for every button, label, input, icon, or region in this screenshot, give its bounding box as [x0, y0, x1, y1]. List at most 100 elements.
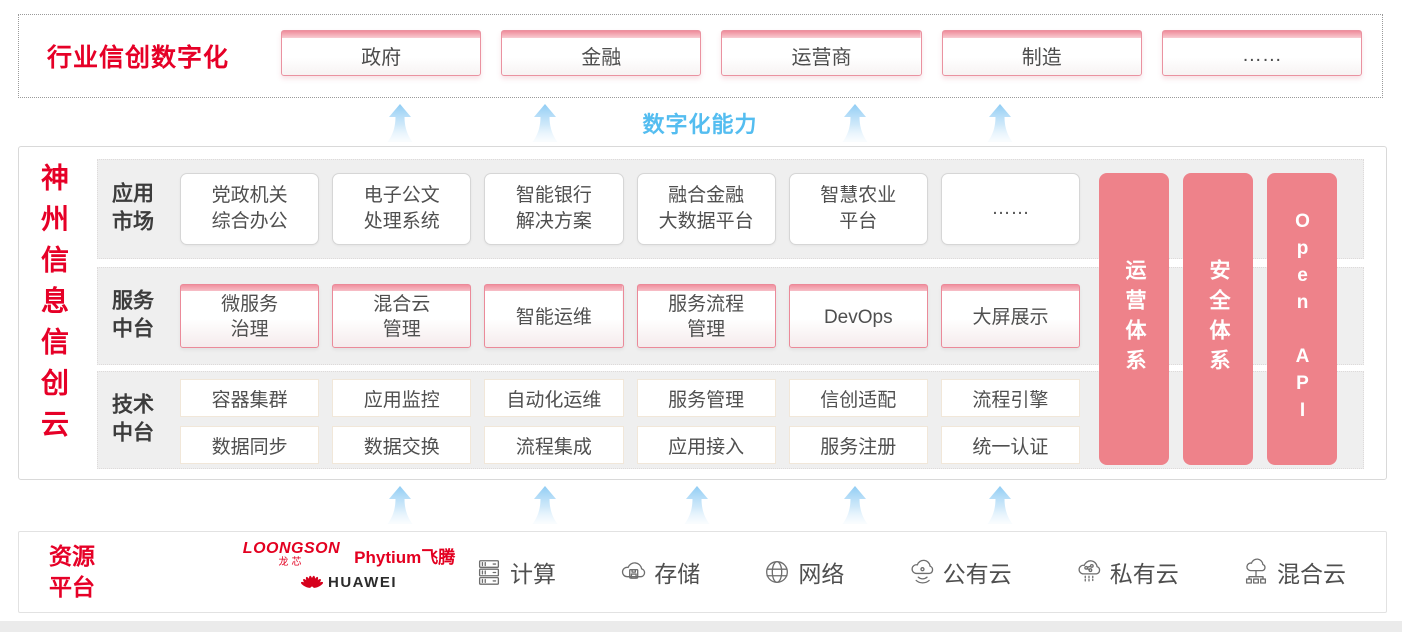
tech-box: 应用接入	[636, 426, 776, 464]
service-box: 服务流程 管理	[636, 284, 776, 348]
resource-item-private-cloud: 私有云	[1074, 555, 1179, 589]
tech-box: 流程集成	[484, 426, 624, 464]
loongson-wordmark: LOONGSON	[242, 540, 341, 557]
app-box-more: ……	[940, 173, 1081, 245]
platform-vertical-title: 神州信息信创云	[38, 163, 69, 450]
app-box-label: 党政机关 综合办公	[211, 185, 288, 232]
tech-platform-items: 容器集群 应用监控 自动化运维 服务管理 信创适配 流程引擎 数据同步 数据交换…	[180, 379, 1080, 464]
industry-label: 政府	[361, 47, 402, 69]
server-icon	[478, 560, 500, 585]
phytium-logo: Phytium飞腾	[354, 548, 456, 567]
industry-box-government: 政府	[281, 30, 482, 76]
platform-section: 神州信息信创云 应用 市场 党政机关 综合办公 电子公文 处理系统 智能银行 解…	[18, 146, 1387, 480]
industry-label: 金融	[581, 47, 622, 69]
app-market-label: 应用 市场	[112, 182, 154, 234]
up-arrow-icon	[684, 486, 710, 524]
service-box-label: DevOps	[823, 306, 893, 328]
hybrid-cloud-icon	[1245, 558, 1266, 584]
service-box-label: 混合云 管理	[373, 294, 431, 340]
resource-item-compute: 计算	[474, 555, 556, 589]
tech-platform-row: 技术 中台 容器集群 应用监控 自动化运维 服务管理 信创适配 流程引擎 数据同…	[97, 371, 1364, 469]
resource-item-label: 网络	[798, 561, 845, 587]
tech-box: 服务管理	[636, 379, 776, 417]
service-platform-label: 服务 中台	[112, 289, 154, 341]
sidebar-label: 安全体系	[1207, 259, 1230, 379]
resource-section-title: 资源 平台	[49, 542, 95, 600]
public-cloud-icon	[911, 559, 933, 584]
up-arrow-icon	[842, 486, 868, 524]
sidebar-label: 运营体系	[1123, 259, 1146, 379]
resource-item-network: 网络	[762, 555, 844, 589]
tech-box: 自动化运维	[484, 379, 624, 417]
app-box-label: ……	[991, 198, 1030, 220]
app-box-label: 电子公文 处理系统	[363, 185, 440, 232]
sidebar-operation-system: 运营体系	[1099, 173, 1169, 465]
resource-item-storage: 存储	[618, 555, 700, 589]
service-box-label: 服务流程 管理	[668, 294, 745, 340]
industry-box-manufacturing: 制造	[941, 30, 1142, 76]
up-arrow-icon	[987, 104, 1013, 142]
storage-cloud-icon	[622, 562, 646, 579]
tech-box: 流程引擎	[940, 379, 1080, 417]
service-box: 混合云 管理	[332, 284, 472, 348]
up-arrow-icon	[987, 486, 1013, 524]
resource-item-label: 存储	[654, 561, 701, 587]
resource-items: 计算 存储 网络	[474, 532, 1346, 612]
service-box: DevOps	[788, 284, 928, 348]
industry-section: 行业信创数字化 政府 金融 运营商 制造 ……	[18, 14, 1383, 98]
tech-box: 统一认证	[940, 426, 1080, 464]
up-arrow-icon	[532, 486, 558, 524]
capability-label: 数字化能力	[642, 112, 758, 137]
network-globe-icon	[766, 561, 789, 583]
sidebar-open-api: Open API	[1267, 173, 1337, 465]
resource-item-label: 公有云	[942, 561, 1012, 587]
industry-section-title: 行业信创数字化	[47, 44, 230, 72]
huawei-wordmark: HUAWEI	[328, 574, 397, 591]
app-market-items: 党政机关 综合办公 电子公文 处理系统 智能银行 解决方案 融合金融 大数据平台…	[180, 160, 1081, 258]
service-box-label: 大屏展示	[972, 306, 1049, 328]
up-arrow-icon	[387, 486, 413, 524]
industry-label: 制造	[1021, 47, 1062, 69]
tech-box: 容器集群	[180, 379, 320, 417]
loongson-logo: LOONGSON 龙芯	[243, 541, 340, 568]
tech-box: 服务注册	[788, 426, 928, 464]
loongson-chinese-name: 龙芯	[278, 557, 305, 568]
app-box-label: 智慧农业 平台	[820, 185, 897, 232]
industry-box-list: 政府 金融 运营商 制造 ……	[281, 30, 1363, 78]
up-arrow-icon	[532, 104, 558, 142]
bottom-divider	[0, 621, 1402, 632]
tech-box: 应用监控	[332, 379, 472, 417]
huawei-flower-icon	[301, 575, 323, 588]
resource-item-public-cloud: 公有云	[907, 555, 1012, 589]
huawei-logo: HUAWEI	[214, 574, 484, 591]
tech-platform-label: 技术 中台	[112, 393, 154, 445]
app-market-row: 应用 市场 党政机关 综合办公 电子公文 处理系统 智能银行 解决方案 融合金融…	[97, 159, 1364, 259]
vendor-logos: LOONGSON 龙芯 Phytium飞腾	[214, 541, 484, 592]
resource-item-hybrid-cloud: 混合云	[1241, 555, 1346, 589]
sidebar-label: Open API	[1292, 211, 1313, 427]
private-cloud-icon	[1078, 560, 1100, 583]
service-box-label: 微服务 治理	[221, 294, 279, 340]
resource-item-label: 私有云	[1109, 561, 1179, 587]
tech-box: 数据同步	[180, 426, 320, 464]
up-arrow-icon	[842, 104, 868, 142]
sidebar-security-system: 安全体系	[1183, 173, 1253, 465]
service-platform-row: 服务 中台 微服务 治理 混合云 管理 智能运维 服务流程 管理 DevOps …	[97, 267, 1364, 365]
app-box-label: 融合金融 大数据平台	[658, 185, 754, 232]
industry-box-operator: 运营商	[721, 30, 922, 76]
app-box-label: 智能银行 解决方案	[515, 185, 592, 232]
service-platform-items: 微服务 治理 混合云 管理 智能运维 服务流程 管理 DevOps 大屏展示	[180, 268, 1081, 364]
app-box: 智慧农业 平台	[788, 173, 928, 245]
service-box-label: 智能运维	[515, 306, 592, 328]
resource-section: 资源 平台 LOONGSON 龙芯 Phytium飞腾	[18, 531, 1387, 613]
resource-item-label: 混合云	[1276, 561, 1346, 587]
app-box: 智能银行 解决方案	[484, 173, 624, 245]
resource-item-label: 计算	[510, 561, 556, 587]
industry-box-more: ……	[1161, 30, 1363, 76]
app-box: 融合金融 大数据平台	[636, 173, 776, 245]
service-box: 智能运维	[484, 284, 624, 348]
up-arrow-icon	[387, 104, 413, 142]
industry-box-finance: 金融	[501, 30, 702, 76]
app-box: 电子公文 处理系统	[332, 173, 472, 245]
